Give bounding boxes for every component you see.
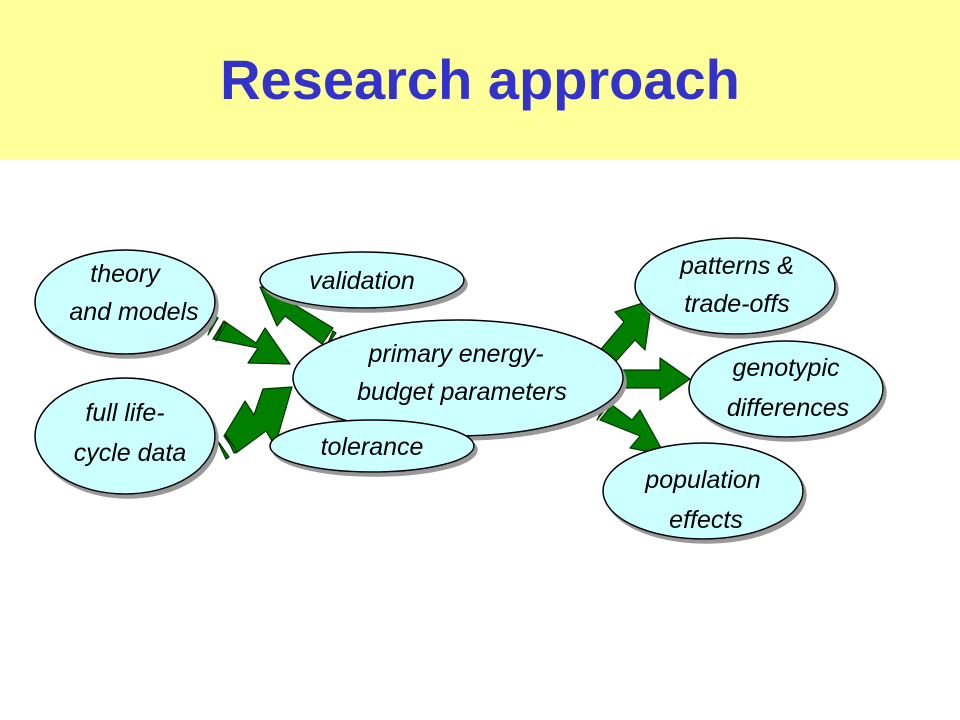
- node-validation-label: validation: [309, 267, 415, 295]
- node-population-effects: population effects: [602, 442, 804, 540]
- node-population-line2: effects: [669, 506, 743, 534]
- node-full-life-cycle-data: full life- cycle data: [34, 377, 216, 495]
- node-tolerance-label: tolerance: [321, 433, 424, 461]
- node-genotypic-line1: genotypic: [732, 354, 840, 382]
- node-patterns-line2: trade-offs: [684, 290, 790, 318]
- node-tolerance: tolerance: [269, 419, 475, 473]
- slide-title: Research approach: [220, 48, 740, 111]
- node-theory-line1: theory: [90, 260, 161, 288]
- node-genotypic-differences: genotypic differences: [688, 340, 884, 438]
- title-banner: [0, 0, 960, 160]
- node-primary-line2: budget parameters: [357, 378, 567, 406]
- arrow-fullcycle-to-primary: [216, 386, 293, 460]
- node-primary-line1: primary energy-: [367, 340, 543, 368]
- node-patterns-and-trade-offs: patterns & trade-offs: [634, 237, 836, 335]
- node-fullcycle-line2: cycle data: [74, 439, 187, 467]
- arrow-theory-to-primary: [207, 315, 291, 365]
- node-validation: validation: [259, 251, 465, 309]
- node-primary-energy-budget-parameters: primary energy- budget parameters: [292, 319, 624, 437]
- node-theory-and-models: theory and models: [34, 249, 216, 355]
- node-population-line1: population: [644, 466, 760, 494]
- node-patterns-line1: patterns &: [679, 252, 794, 280]
- node-theory-line2: and models: [69, 298, 198, 326]
- node-genotypic-line2: differences: [727, 394, 849, 422]
- node-fullcycle-line1: full life-: [85, 399, 164, 427]
